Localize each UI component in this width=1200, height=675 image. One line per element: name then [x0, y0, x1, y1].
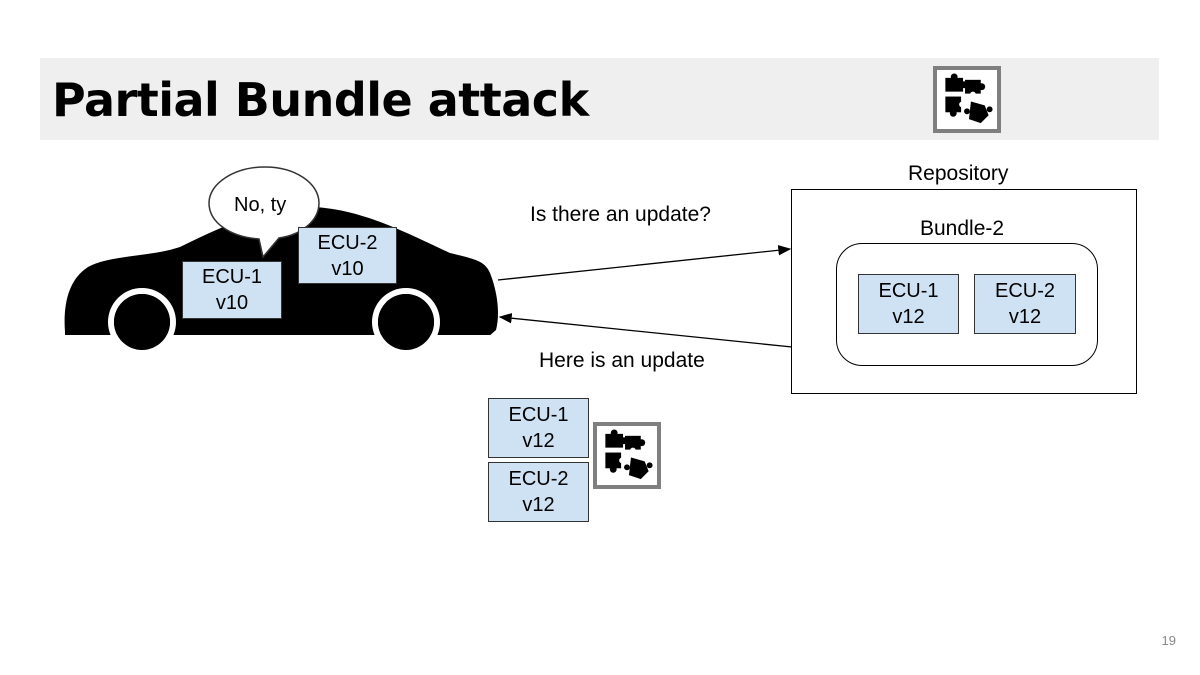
- request-arrow: [497, 245, 792, 281]
- ecu-version: v12: [892, 306, 925, 328]
- bundle-label: Bundle-2: [920, 217, 1005, 240]
- car-ecu-1: ECU-1 v10: [182, 261, 282, 319]
- ecu-name: ECU-1: [201, 266, 262, 288]
- puzzle-icon: [933, 66, 1001, 133]
- ecu-name: ECU-1: [508, 404, 569, 426]
- ecu-name: ECU-2: [508, 468, 569, 490]
- ecu-name: ECU-2: [317, 231, 378, 254]
- ecu-version: v12: [522, 494, 555, 516]
- ecu-name: ECU-1: [878, 280, 939, 302]
- ecu-version: v12: [522, 430, 555, 452]
- puzzle-icon: [593, 422, 661, 489]
- request-label: Is there an update?: [530, 203, 711, 226]
- car-ecu-2: ECU-2 v10: [298, 227, 397, 284]
- ecu-name: ECU-2: [994, 280, 1055, 302]
- repo-ecu-1: ECU-1 v12: [858, 274, 959, 334]
- ecu-version: v10: [331, 257, 364, 280]
- response-label: Here is an update: [539, 349, 705, 372]
- repo-ecu-2: ECU-2 v12: [974, 274, 1076, 334]
- page-number: 19: [1161, 633, 1176, 648]
- repository-label: Repository: [908, 162, 1009, 185]
- ecu-version: v12: [1008, 306, 1042, 328]
- delivered-ecu-2: ECU-2 v12: [488, 462, 589, 522]
- speech-bubble-text: No, ty: [234, 194, 287, 216]
- response-arrow: [498, 313, 793, 348]
- ecu-version: v10: [215, 292, 249, 314]
- speech-bubble: [208, 166, 320, 259]
- slide-title: Partial Bundle attack: [52, 73, 589, 127]
- delivered-ecu-1: ECU-1 v12: [488, 398, 589, 458]
